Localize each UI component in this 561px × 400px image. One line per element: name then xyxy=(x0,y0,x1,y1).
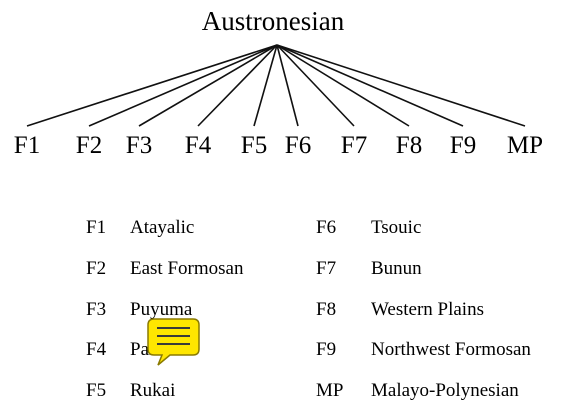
legend-code: F1 xyxy=(86,217,106,238)
leaf-node-f3: F3 xyxy=(126,132,152,159)
legend-name: Rukai xyxy=(130,380,175,400)
legend-code: F6 xyxy=(316,217,336,238)
comment-bubble[interactable] xyxy=(147,318,200,366)
legend-name: East Formosan xyxy=(130,258,244,279)
legend-code: F7 xyxy=(316,258,336,279)
legend-code: F5 xyxy=(86,380,106,400)
legend-code: F9 xyxy=(316,339,336,360)
edge-f9 xyxy=(276,44,464,127)
leaf-node-f5: F5 xyxy=(241,132,267,159)
legend-code: MP xyxy=(316,380,343,400)
leaf-node-f7: F7 xyxy=(341,132,367,159)
legend-name: Atayalic xyxy=(130,217,194,238)
leaf-nodes: F1 F2 F3 F4 F5 F6 F7 F8 F9 MP xyxy=(14,132,543,159)
edge-f4 xyxy=(197,44,278,127)
legend-code: F2 xyxy=(86,258,106,279)
edge-f8 xyxy=(276,44,410,127)
legend-code: F4 xyxy=(86,339,107,360)
leaf-node-f9: F9 xyxy=(450,132,476,159)
edge-f2 xyxy=(88,44,278,127)
leaf-node-f8: F8 xyxy=(396,132,422,159)
legend-name: Puyuma xyxy=(130,299,193,320)
leaf-node-f4: F4 xyxy=(185,132,212,159)
tree-edges xyxy=(26,44,526,127)
leaf-node-f2: F2 xyxy=(76,132,102,159)
edge-mp xyxy=(276,44,526,127)
legend-name: Tsouic xyxy=(371,217,421,238)
legend-name: Bunun xyxy=(371,258,422,279)
edge-f3 xyxy=(138,44,278,127)
edge-f5 xyxy=(253,44,278,127)
edge-f6 xyxy=(276,44,299,127)
legend-name: Malayo-Polynesian xyxy=(371,380,519,400)
edge-f1 xyxy=(26,44,278,127)
legend-name: Northwest Formosan xyxy=(371,339,531,360)
legend-name: Western Plains xyxy=(371,299,484,320)
leaf-node-f6: F6 xyxy=(285,132,311,159)
legend-code: F3 xyxy=(86,299,106,320)
root-node-label: Austronesian xyxy=(202,6,345,36)
comment-icon[interactable] xyxy=(147,318,200,366)
legend-code: F8 xyxy=(316,299,336,320)
edge-f7 xyxy=(276,44,355,127)
leaf-node-mp: MP xyxy=(507,132,543,159)
leaf-node-f1: F1 xyxy=(14,132,40,159)
